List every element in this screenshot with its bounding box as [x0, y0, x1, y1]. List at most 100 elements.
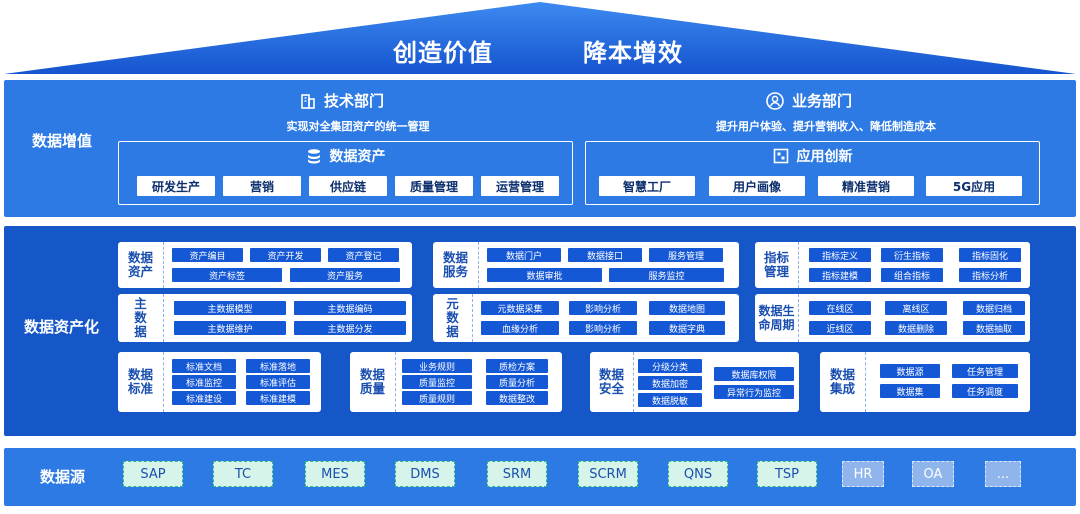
- chip: 质检方案: [486, 359, 548, 373]
- chip: 分级分类: [638, 359, 702, 373]
- chip: 服务监控: [609, 268, 724, 282]
- source-item: ...: [985, 461, 1021, 487]
- chip: 资产编目: [172, 248, 243, 262]
- source-item: SRM: [487, 461, 547, 487]
- chip: 标准监控: [172, 375, 236, 389]
- biz-item: 5G应用: [926, 176, 1022, 196]
- chip: 主数据编码: [294, 301, 406, 315]
- biz-item: 精准营销: [818, 176, 914, 196]
- database-icon: [307, 149, 320, 164]
- panel-label: 数据生 命周期: [755, 294, 799, 342]
- panel-master-data: 主 数 据 主数据模型 主数据编码 主数据维护 主数据分发: [118, 294, 412, 342]
- chip: 在线区: [809, 301, 871, 315]
- panel-label: 元 数 据: [433, 294, 473, 342]
- tech-item: 供应链: [309, 176, 387, 196]
- source-item: SCRM: [578, 461, 638, 487]
- panel-label: 数据 质量: [350, 352, 396, 412]
- chip: 质量监控: [402, 375, 472, 389]
- roof-triangle: [4, 2, 1076, 74]
- chip: 数据审批: [487, 268, 602, 282]
- panel-data-service: 数据 服务 数据门户 数据接口 服务管理 数据审批 服务监控: [433, 242, 739, 288]
- biz-item: 用户画像: [709, 176, 805, 196]
- tech-dept-title: 技术部门: [300, 90, 384, 111]
- user-icon: [766, 91, 784, 110]
- value-band-label: 数据增值: [32, 132, 93, 150]
- source-item: QNS: [668, 461, 728, 487]
- chip: 影响分析: [569, 321, 637, 335]
- chip: 数据源: [880, 364, 940, 378]
- tech-item: 质量管理: [395, 176, 473, 196]
- source-item: TSP: [757, 461, 817, 487]
- tech-dept-subtitle: 实现对全集团资产的统一管理: [286, 120, 430, 133]
- panel-label: 指标 管理: [755, 242, 799, 288]
- slogan-right: 降本增效: [583, 39, 683, 67]
- data-asset-frame-title: 数据资产: [118, 146, 573, 166]
- source-item: DMS: [395, 461, 455, 487]
- chip: 数据整改: [486, 391, 548, 405]
- chip: 近线区: [809, 321, 871, 335]
- chip: 数据加密: [638, 376, 702, 390]
- chip: 主数据模型: [174, 301, 286, 315]
- source-item: MES: [305, 461, 365, 487]
- chip: 标准落地: [246, 359, 310, 373]
- panel-metric-mgmt: 指标 管理 指标定义 衍生指标 指标固化 指标建模 组合指标 指标分析: [755, 242, 1030, 288]
- panel-label: 数据 资产: [118, 242, 164, 288]
- tech-item: 运营管理: [481, 176, 559, 196]
- chip: 资产登记: [328, 248, 399, 262]
- chip: 衍生指标: [881, 248, 943, 262]
- panel-data-standard: 数据 标准 标准文档 标准落地 标准监控 标准评估 标准建设 标准建模: [118, 352, 321, 412]
- chip: 数据脱敏: [638, 393, 702, 407]
- panel-label: 数据 标准: [118, 352, 164, 412]
- chip: 服务管理: [649, 248, 723, 262]
- chip: 主数据维护: [174, 321, 286, 335]
- asset-band-label: 数据资产化: [24, 318, 100, 336]
- app-grid-icon: [773, 148, 788, 164]
- data-asset-frame-title-text: 数据资产: [329, 149, 386, 165]
- app-innovation-frame: [585, 141, 1040, 205]
- panel-label: 主 数 据: [118, 294, 164, 342]
- panel-data-integration: 数据 集成 数据源 任务管理 数据集 任务调度: [820, 352, 1030, 412]
- chip: 数据库权限: [714, 367, 794, 381]
- chip: 数据删除: [885, 321, 947, 335]
- chip: 血缘分析: [481, 321, 559, 335]
- chip: 指标建模: [809, 268, 871, 282]
- chip: 任务管理: [952, 364, 1018, 378]
- chip: 数据抽取: [963, 321, 1025, 335]
- source-item: SAP: [123, 461, 183, 487]
- chip: 指标分析: [959, 268, 1021, 282]
- chip: 指标定义: [809, 248, 871, 262]
- chip: 数据集: [880, 384, 940, 398]
- chip: 主数据分发: [294, 321, 406, 335]
- chip: 数据归档: [963, 301, 1025, 315]
- panel-label: 数据 安全: [590, 352, 634, 412]
- slogan-left: 创造价值: [393, 39, 493, 67]
- chip: 离线区: [885, 301, 947, 315]
- tech-dept-title-text: 技术部门: [324, 92, 385, 110]
- chip: 质量规则: [402, 391, 472, 405]
- panel-lifecycle: 数据生 命周期 在线区 离线区 数据归档 近线区 数据删除 数据抽取: [755, 294, 1030, 342]
- biz-item: 智慧工厂: [599, 176, 695, 196]
- chip: 业务规则: [402, 359, 472, 373]
- source-band-label: 数据源: [40, 468, 86, 486]
- chip: 质量分析: [486, 375, 548, 389]
- tech-item: 营销: [223, 176, 301, 196]
- chip: 任务调度: [952, 384, 1018, 398]
- data-asset-frame: [118, 141, 573, 205]
- panel-metadata: 元 数 据 元数据采集 影响分析 数据地图 血缘分析 影响分析 数据字典: [433, 294, 739, 342]
- chip: 数据地图: [649, 301, 725, 315]
- chip: 数据字典: [649, 321, 725, 335]
- panel-data-security: 数据 安全 分级分类 数据库权限 数据加密 异常行为监控 数据脱敏: [590, 352, 799, 412]
- biz-dept-title-text: 业务部门: [792, 92, 853, 110]
- source-item: TC: [213, 461, 273, 487]
- chip: 标准建设: [172, 391, 236, 405]
- chip: 异常行为监控: [714, 385, 794, 399]
- chip: 资产标签: [172, 268, 282, 282]
- chip: 数据接口: [568, 248, 642, 262]
- building-icon: [301, 93, 315, 109]
- panel-label: 数据 集成: [820, 352, 866, 412]
- panel-data-quality: 数据 质量 业务规则 质检方案 质量监控 质量分析 质量规则 数据整改: [350, 352, 562, 412]
- app-innovation-frame-title: 应用创新: [585, 146, 1040, 166]
- chip: 标准评估: [246, 375, 310, 389]
- chip: 指标固化: [959, 248, 1021, 262]
